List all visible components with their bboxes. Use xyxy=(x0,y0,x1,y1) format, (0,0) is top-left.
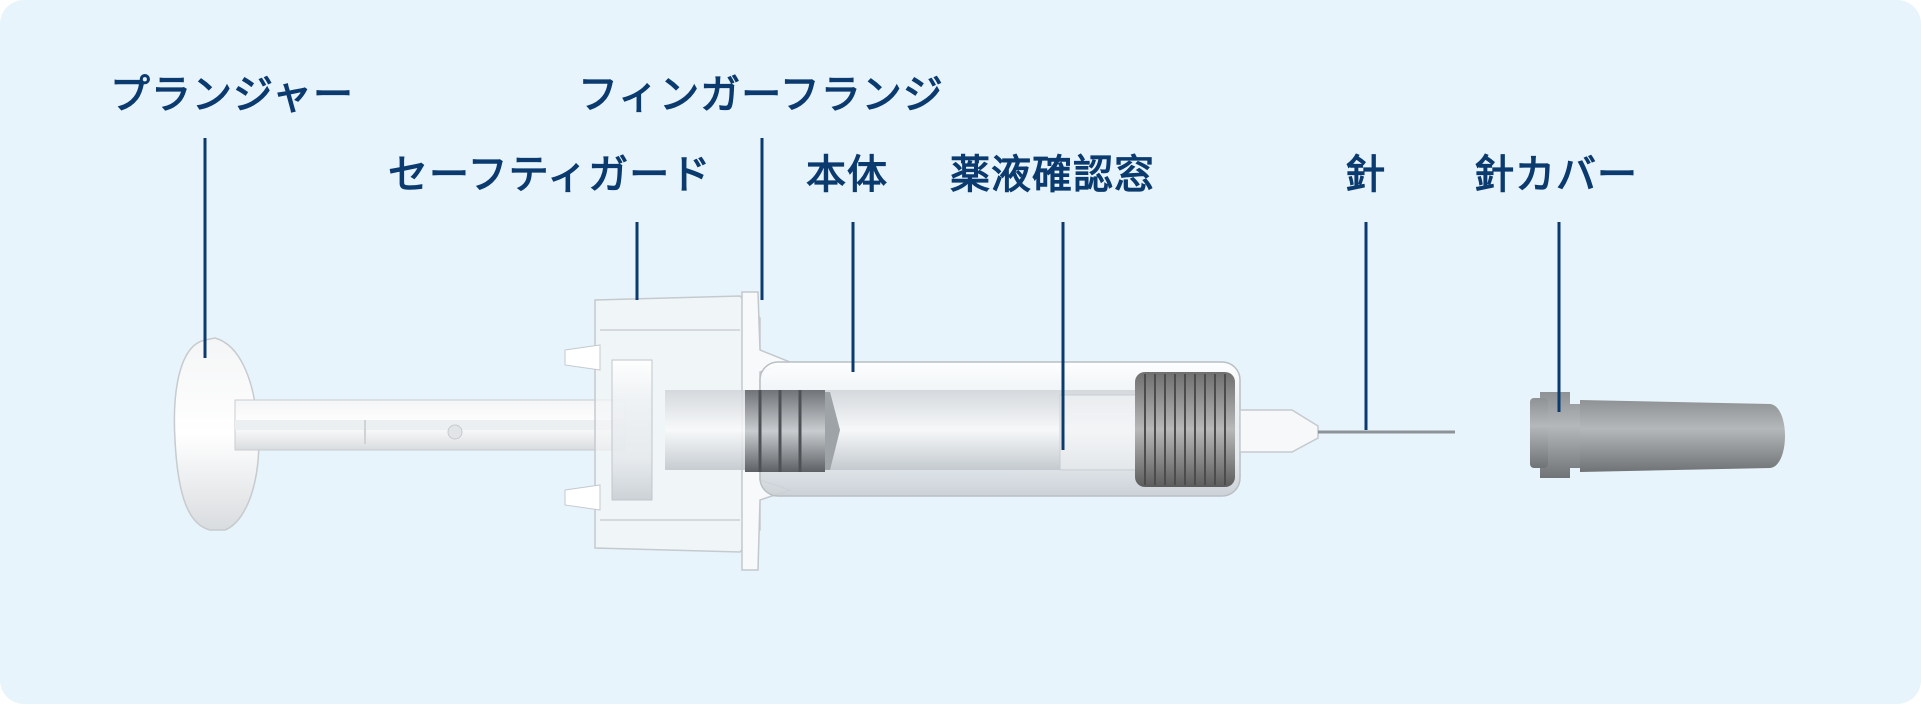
needle-cover-part xyxy=(1530,392,1785,478)
plunger-part xyxy=(173,337,626,531)
safety-guard-label: セーフティガード xyxy=(388,152,712,198)
body-label: 本体 xyxy=(806,152,888,198)
needle-label: 針 xyxy=(1345,152,1386,198)
plunger-label: プランジャー xyxy=(110,72,354,118)
window-label: 薬液確認窓 xyxy=(950,152,1155,198)
finger-flange-label: フィンガーフランジ xyxy=(578,72,944,118)
needle-cover-label: 針カバー xyxy=(1474,152,1638,198)
barrel-part xyxy=(665,361,1319,497)
